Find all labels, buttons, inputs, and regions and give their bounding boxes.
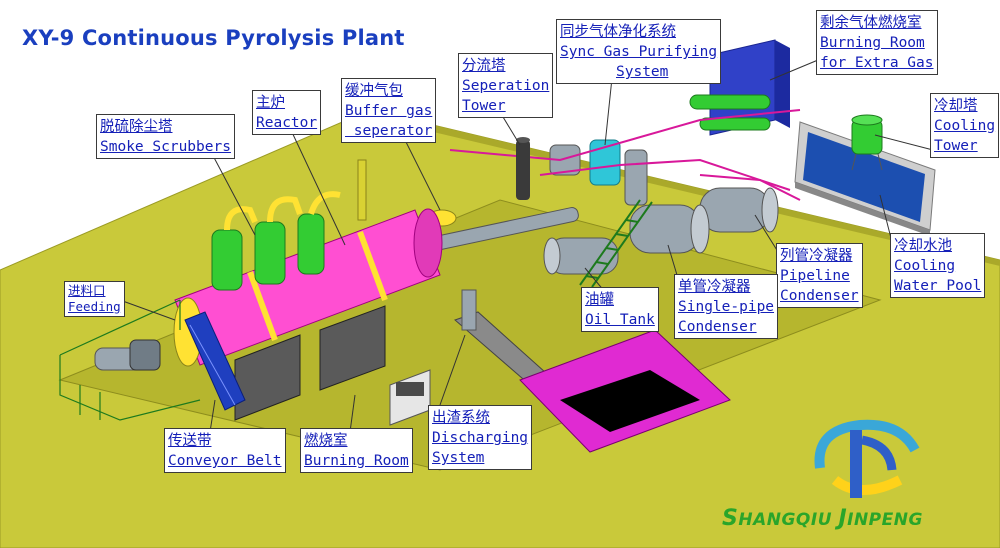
- label-en: Seperation: [462, 78, 550, 94]
- pipeline-condenser-shape: [699, 187, 779, 233]
- control-cabinet-shape: [389, 369, 431, 426]
- conveyor-belt-shape: [184, 311, 246, 411]
- label-en: Condenser: [678, 319, 757, 335]
- reactor-shape: [173, 208, 443, 367]
- label-en: Discharging: [432, 430, 529, 446]
- label-smoke-scrubbers: 脱硫除尘塔 Smoke Scrubbers: [96, 114, 235, 159]
- oil-tank-shape: [543, 237, 619, 275]
- label-en: Cooling: [894, 258, 956, 274]
- page-title: XY-9 Continuous Pyrolysis Plant: [22, 26, 405, 50]
- label-reactor: 主炉 Reactor: [252, 90, 322, 135]
- label-zh: 冷却水池: [894, 238, 952, 254]
- label-en: Conveyor Belt: [168, 453, 282, 469]
- feeding-unit-shape: [94, 339, 161, 371]
- label-zh: 燃烧室: [304, 433, 348, 449]
- label-oil-tank: 油罐 Oil Tank: [581, 287, 659, 332]
- label-en: System: [432, 450, 485, 466]
- label-en: Sync Gas Purifying: [560, 44, 718, 60]
- burning-room-shape: [234, 305, 386, 421]
- label-en: Tower: [934, 138, 978, 154]
- gas-purifying-pipes: [549, 94, 771, 206]
- label-burning-room-extra-gas: 剩余气体燃烧室 Burning Room for Extra Gas: [816, 10, 938, 75]
- label-en: System: [616, 64, 669, 80]
- label-cooling-tower: 冷却塔 Cooling Tower: [930, 93, 1000, 158]
- label-zh: 列管冷凝器: [780, 248, 853, 264]
- separation-tower-shape: [516, 137, 530, 200]
- label-zh: 分流塔: [462, 58, 506, 74]
- cooling-water-pool-shape: [794, 121, 936, 236]
- label-conveyor-belt: 传送带 Conveyor Belt: [164, 428, 286, 473]
- label-en: for Extra Gas: [820, 55, 934, 71]
- label-en: Reactor: [256, 115, 318, 131]
- label-en: Cooling: [934, 118, 996, 134]
- company-name: SHANGQIU JINPENG: [722, 506, 923, 531]
- label-cooling-water-pool: 冷却水池 Cooling Water Pool: [890, 233, 986, 298]
- label-discharging-system: 出渣系统 Discharging System: [428, 405, 533, 470]
- magenta-pipework: [449, 109, 801, 201]
- label-en: Tower: [462, 98, 506, 114]
- label-en: seperator: [345, 123, 433, 139]
- smoke-scrubbers-shape: [211, 191, 341, 291]
- label-feeding: 进料口 Feeding: [64, 281, 125, 317]
- label-en: Oil Tank: [585, 312, 655, 328]
- label-buffer-gas-separator: 缓冲气包 Buffer gas seperator: [341, 78, 437, 143]
- residue-pit-shape: [519, 329, 731, 453]
- label-zh: 传送带: [168, 433, 212, 449]
- label-en: Condenser: [780, 288, 859, 304]
- label-burning-room: 燃烧室 Burning Room: [300, 428, 413, 473]
- label-single-pipe-condenser: 单管冷凝器 Single-pipe Condenser: [674, 274, 779, 339]
- label-en: Buffer gas: [345, 103, 433, 119]
- extra-gas-burning-room-shape: [709, 39, 790, 136]
- label-en: Burning Room: [820, 35, 925, 51]
- label-en: Burning Room: [304, 453, 409, 469]
- label-zh: 缓冲气包: [345, 83, 403, 99]
- logo-word-hangqiu: HANGQIU: [738, 510, 839, 530]
- label-zh: 单管冷凝器: [678, 279, 751, 295]
- label-zh: 剩余气体燃烧室: [820, 15, 922, 31]
- label-en: Feeding: [68, 299, 121, 314]
- label-en: Smoke Scrubbers: [100, 139, 231, 155]
- logo-initial-s: S: [722, 506, 739, 531]
- single-pipe-condenser-shape: [629, 204, 710, 254]
- label-zh: 进料口: [68, 283, 106, 298]
- label-separation-tower: 分流塔 Seperation Tower: [458, 53, 554, 118]
- label-en: Water Pool: [894, 278, 982, 294]
- label-zh: 脱硫除尘塔: [100, 119, 173, 135]
- label-en: Pipeline: [780, 268, 850, 284]
- company-logo-icon: [814, 419, 920, 498]
- logo-initial-j: J: [838, 506, 848, 531]
- label-zh: 主炉: [256, 95, 285, 111]
- label-en: Single-pipe: [678, 299, 775, 315]
- support-frame: [59, 299, 201, 421]
- label-zh: 油罐: [585, 292, 614, 308]
- logo-word-inpeng: INPENG: [847, 510, 923, 530]
- label-zh: 出渣系统: [432, 410, 490, 426]
- label-pipeline-condenser: 列管冷凝器 Pipeline Condenser: [776, 243, 863, 308]
- label-zh: 冷却塔: [934, 98, 978, 114]
- label-sync-gas-purifying: 同步气体净化系统 Sync Gas Purifying System: [556, 19, 722, 84]
- label-zh: 同步气体净化系统: [560, 24, 676, 40]
